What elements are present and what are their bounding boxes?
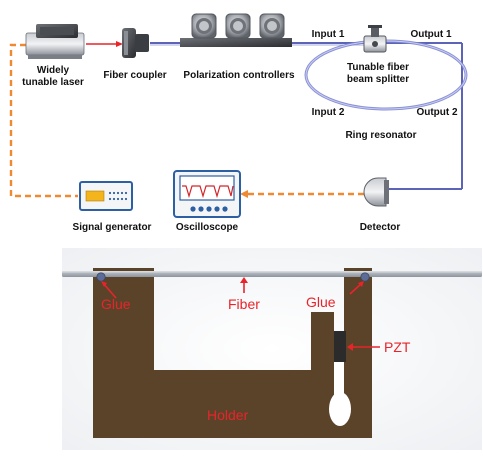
fiber-arrow	[240, 277, 248, 293]
glue-right-label: Glue	[306, 294, 336, 310]
glue-left-arrow	[101, 281, 117, 299]
coupler-label: Fiber coupler	[103, 70, 167, 81]
tunable-laser	[25, 24, 85, 59]
detector-label: Detector	[359, 222, 401, 233]
signal-line-right	[240, 190, 364, 198]
laser-output-line	[86, 41, 123, 47]
output1-label: Output 1	[410, 29, 452, 40]
fiber-coupler	[122, 28, 149, 58]
fiber-label: Fiber	[228, 296, 260, 312]
polarization-label: Polarization controllers	[183, 70, 295, 81]
pzt-block	[334, 331, 346, 362]
oscilloscope	[173, 170, 241, 218]
ring-label: Ring resonator	[345, 130, 417, 141]
splitter-label-line1: Tunable fiber	[346, 62, 410, 73]
laser-label-line2: tunable laser	[22, 77, 84, 88]
output2-label: Output 2	[416, 107, 458, 118]
signal-generator-label: Signal generator	[72, 222, 152, 233]
glue-dot-left	[96, 272, 106, 282]
holder	[93, 268, 372, 438]
polarization-controllers	[180, 13, 292, 47]
glue-right-arrow	[349, 281, 364, 295]
pzt-label: PZT	[384, 339, 411, 355]
laser-label-line1: Widely	[36, 65, 70, 76]
oscilloscope-label: Oscilloscope	[175, 222, 239, 233]
holder-label: Holder	[207, 407, 249, 423]
beam-splitter	[363, 25, 387, 53]
pzt-arrow	[347, 343, 380, 351]
signal-generator	[79, 181, 133, 211]
glue-dot-right	[360, 272, 370, 282]
fiber-rod	[62, 271, 482, 277]
input1-label: Input 1	[311, 29, 345, 40]
splitter-label-line2: beam splitter	[346, 74, 410, 85]
detector	[363, 177, 389, 207]
glue-left-label: Glue	[101, 296, 131, 312]
input2-label: Input 2	[311, 107, 345, 118]
